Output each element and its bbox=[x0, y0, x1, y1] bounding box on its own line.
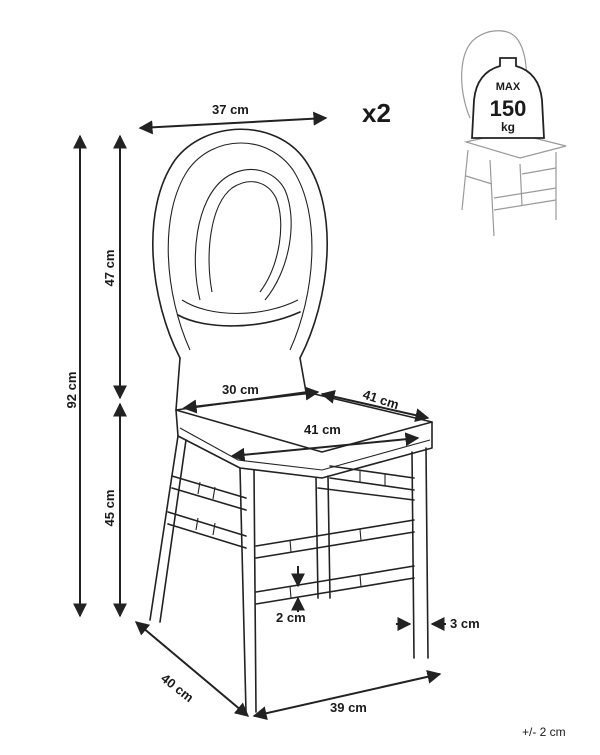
label-quantity: x2 bbox=[362, 98, 391, 128]
chair-back-band2 bbox=[181, 299, 299, 315]
dim-line-seat-front bbox=[230, 432, 420, 462]
chair-leg-front-right bbox=[411, 447, 429, 659]
label-tolerance: +/- 2 cm bbox=[522, 725, 566, 739]
chair-stretchers bbox=[167, 465, 415, 605]
label-leg-width: 3 cm bbox=[450, 616, 480, 631]
chair-back-loop-inner bbox=[208, 181, 282, 293]
label-back-height: 47 cm bbox=[102, 250, 117, 287]
label-seat-back-width: 30 cm bbox=[222, 382, 259, 397]
inset-chair-legs bbox=[461, 149, 557, 237]
max-value: 150 bbox=[490, 96, 527, 121]
label-seat-height: 45 cm bbox=[102, 490, 117, 527]
chair-leg-back-right bbox=[315, 475, 331, 599]
max-load-inset: MAX 150 kg bbox=[461, 30, 567, 237]
dimension-lines bbox=[73, 111, 446, 721]
weight-icon bbox=[471, 57, 545, 139]
label-total-height: 92 cm bbox=[64, 372, 79, 409]
dim-line-seat-back bbox=[182, 386, 320, 414]
chair-back-outer bbox=[152, 128, 328, 359]
label-seat-front-width: 41 cm bbox=[304, 422, 341, 437]
chair-back-post-left bbox=[175, 357, 181, 411]
label-back-width: 37 cm bbox=[212, 102, 249, 117]
chair-back-inner bbox=[167, 142, 313, 351]
inset-chair-stretchers bbox=[465, 167, 557, 211]
dimension-labels: 37 cm x2 92 cm 47 cm 45 cm 30 cm 41 cm 4… bbox=[64, 98, 566, 739]
chair-back-post-right bbox=[299, 357, 307, 393]
label-stretcher-height: 2 cm bbox=[276, 610, 306, 625]
dim-line-back-width bbox=[138, 111, 328, 135]
label-base-width: 39 cm bbox=[330, 700, 367, 715]
label-base-depth: 40 cm bbox=[158, 671, 196, 706]
label-seat-side-depth: 41 cm bbox=[361, 387, 401, 413]
chair-back-loop bbox=[194, 169, 292, 301]
dim-line-base-width bbox=[252, 669, 442, 721]
chair-seat-front-edge bbox=[175, 409, 433, 479]
max-label: MAX bbox=[496, 81, 521, 93]
chair-back-band bbox=[177, 311, 301, 327]
max-unit: kg bbox=[501, 120, 515, 134]
dim-line-seat-side bbox=[320, 389, 430, 423]
chair-leg-back-left bbox=[149, 435, 187, 623]
chair-leg-front-left bbox=[239, 467, 257, 713]
dim-line-base-depth bbox=[134, 621, 250, 717]
